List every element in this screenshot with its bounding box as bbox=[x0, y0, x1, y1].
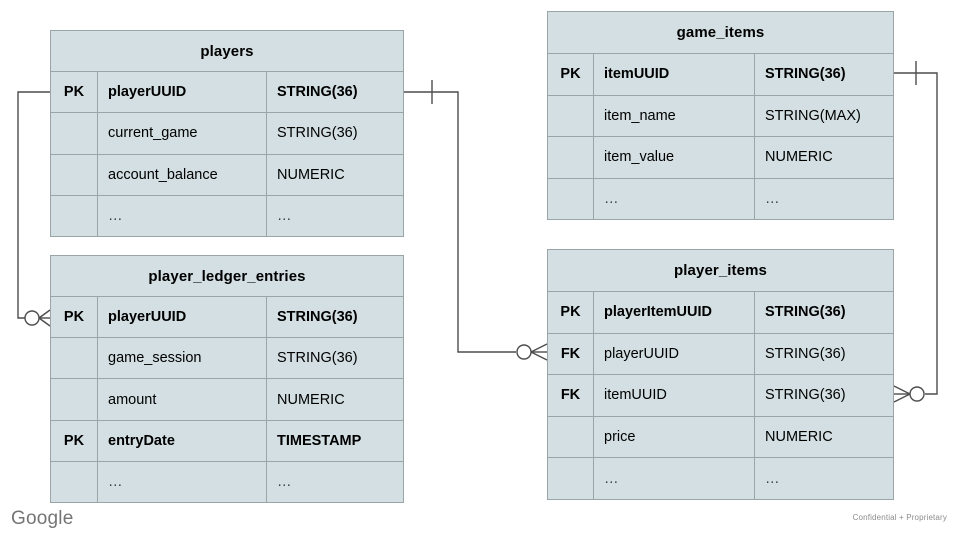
row-name: amount bbox=[98, 379, 267, 420]
row-name: account_balance bbox=[98, 154, 267, 195]
row-type: STRING(36) bbox=[765, 66, 846, 83]
table-row[interactable]: FK itemUUID STRING(36) bbox=[548, 375, 893, 417]
google-logo: Google bbox=[11, 508, 74, 529]
row-name: itemUUID bbox=[594, 375, 755, 416]
row-name: itemUUID bbox=[594, 54, 755, 95]
row-name: price bbox=[594, 416, 755, 458]
row-type: STRING(36) bbox=[765, 387, 846, 404]
row-name: playerUUID bbox=[98, 72, 267, 113]
entity-rows-players: PK playerUUID STRING(36) current_game ST… bbox=[51, 72, 403, 236]
row-key: PK bbox=[548, 54, 594, 95]
row-key bbox=[51, 113, 98, 154]
table-row[interactable]: account_balance NUMERIC bbox=[51, 154, 403, 196]
row-key: PK bbox=[548, 292, 594, 333]
row-type: … bbox=[765, 470, 781, 487]
row-name: … bbox=[594, 458, 755, 499]
table-row[interactable]: item_name STRING(MAX) bbox=[548, 95, 893, 137]
entity-rows-game-items: PK itemUUID STRING(36) item_name STRING(… bbox=[548, 54, 893, 219]
table-row[interactable]: current_game STRING(36) bbox=[51, 113, 403, 155]
entity-player-ledger-entries[interactable]: player_ledger_entries PK playerUUID STRI… bbox=[50, 255, 404, 503]
row-key: FK bbox=[548, 333, 594, 375]
relationship-players-player-items bbox=[404, 80, 548, 361]
row-key: PK bbox=[51, 420, 98, 461]
entity-players[interactable]: players PK playerUUID STRING(36) current… bbox=[50, 30, 404, 237]
row-key: PK bbox=[51, 72, 98, 113]
row-type: NUMERIC bbox=[277, 391, 345, 408]
entity-player-items[interactable]: player_items PK playerItemUUID STRING(36… bbox=[547, 249, 894, 500]
row-key bbox=[51, 461, 98, 503]
table-row[interactable]: FK playerUUID STRING(36) bbox=[548, 333, 893, 376]
table-row[interactable]: … … bbox=[548, 178, 893, 219]
table-row[interactable]: … … bbox=[51, 461, 403, 503]
row-type: NUMERIC bbox=[765, 429, 833, 446]
row-key bbox=[51, 338, 98, 379]
relationship-game-items-player-items bbox=[893, 61, 938, 403]
entity-title-players: players bbox=[51, 31, 403, 72]
table-row[interactable]: amount NUMERIC bbox=[51, 379, 403, 421]
row-name: … bbox=[98, 461, 267, 503]
table-row[interactable]: … … bbox=[548, 458, 893, 499]
table-row[interactable]: PK playerItemUUID STRING(36) bbox=[548, 292, 893, 334]
row-type: STRING(36) bbox=[765, 345, 846, 362]
row-key bbox=[51, 154, 98, 195]
table-row[interactable]: PK itemUUID STRING(36) bbox=[548, 54, 893, 96]
row-type: NUMERIC bbox=[765, 149, 833, 166]
table-row[interactable]: price NUMERIC bbox=[548, 416, 893, 459]
row-name: playerUUID bbox=[594, 333, 755, 375]
entity-game-items[interactable]: game_items PK itemUUID STRING(36) item_n… bbox=[547, 11, 894, 220]
row-type: STRING(MAX) bbox=[765, 107, 861, 124]
row-key bbox=[548, 416, 594, 458]
row-key bbox=[51, 379, 98, 420]
entity-rows-player-items: PK playerItemUUID STRING(36) FK playerUU… bbox=[548, 292, 893, 499]
row-key bbox=[548, 178, 594, 219]
row-key: PK bbox=[51, 297, 98, 338]
table-row[interactable]: PK entryDate TIMESTAMP bbox=[51, 420, 403, 462]
row-type: … bbox=[277, 207, 293, 224]
table-row[interactable]: game_session STRING(36) bbox=[51, 338, 403, 380]
table-row[interactable]: … … bbox=[51, 195, 403, 236]
row-type: TIMESTAMP bbox=[277, 432, 362, 449]
row-type: STRING(36) bbox=[277, 309, 358, 326]
row-name: item_name bbox=[594, 95, 755, 136]
row-key bbox=[548, 95, 594, 136]
row-name: … bbox=[594, 178, 755, 219]
row-name: entryDate bbox=[98, 420, 267, 461]
row-name: playerItemUUID bbox=[594, 292, 755, 333]
confidentiality-note: Confidential + Proprietary bbox=[852, 513, 947, 522]
row-name: … bbox=[98, 195, 267, 236]
row-name: item_value bbox=[594, 137, 755, 178]
row-name: current_game bbox=[98, 113, 267, 154]
entity-title-player-items: player_items bbox=[548, 250, 893, 292]
row-type: NUMERIC bbox=[277, 166, 345, 183]
row-key bbox=[548, 137, 594, 178]
row-type: … bbox=[277, 473, 293, 490]
entity-rows-player-ledger-entries: PK playerUUID STRING(36) game_session ST… bbox=[51, 297, 403, 503]
table-row[interactable]: PK playerUUID STRING(36) bbox=[51, 72, 403, 114]
entity-title-player-ledger-entries: player_ledger_entries bbox=[51, 256, 403, 297]
table-row[interactable]: PK playerUUID STRING(36) bbox=[51, 297, 403, 339]
table-row[interactable]: item_value NUMERIC bbox=[548, 137, 893, 179]
row-name: playerUUID bbox=[98, 297, 267, 338]
entity-title-game-items: game_items bbox=[548, 12, 893, 54]
row-type: STRING(36) bbox=[277, 350, 358, 367]
row-name: game_session bbox=[98, 338, 267, 379]
row-key: FK bbox=[548, 375, 594, 416]
row-type: STRING(36) bbox=[277, 125, 358, 142]
row-type: … bbox=[765, 190, 781, 207]
row-type: STRING(36) bbox=[765, 304, 846, 321]
row-key bbox=[548, 458, 594, 499]
row-key bbox=[51, 195, 98, 236]
row-type: STRING(36) bbox=[277, 84, 358, 101]
